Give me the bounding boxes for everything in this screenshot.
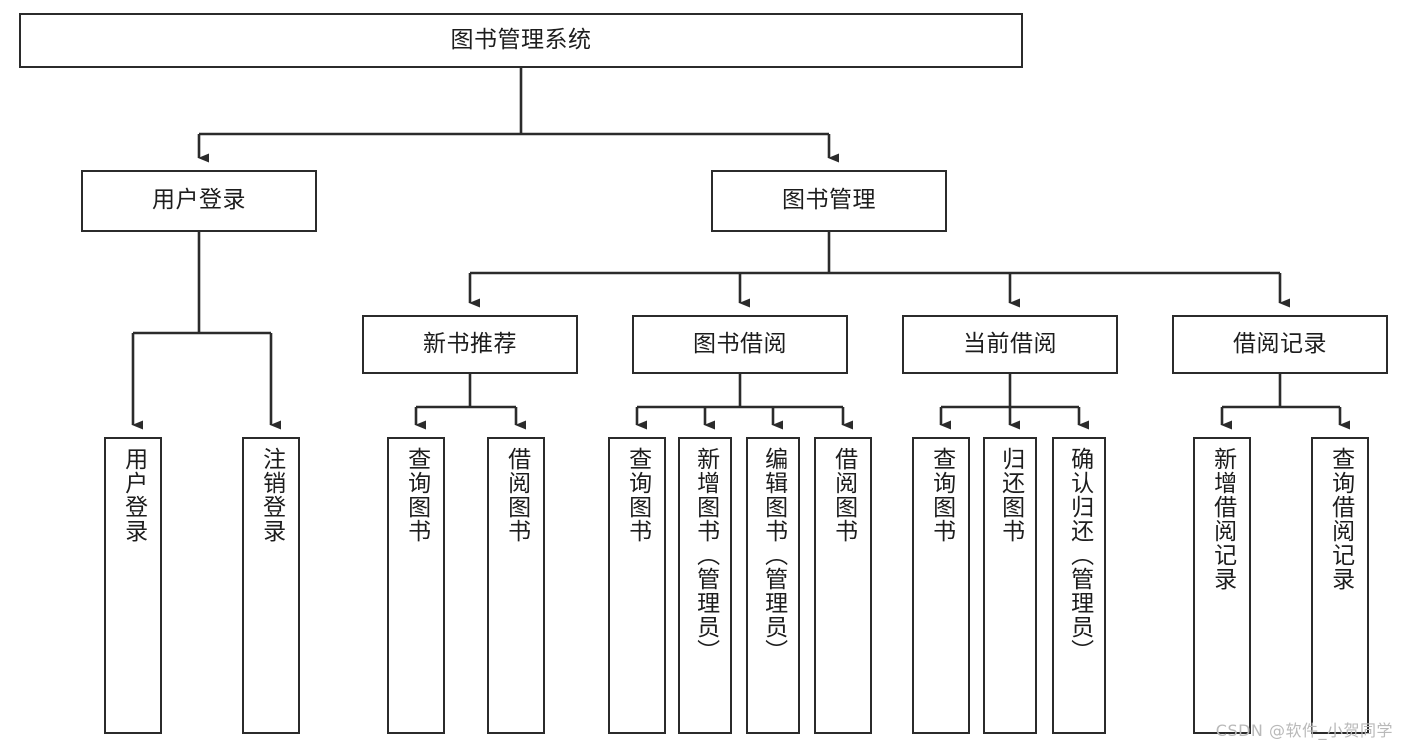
node-leaf-borrow-book-2[interactable]: 借阅图书	[814, 437, 872, 734]
node-leaf-query-record[interactable]: 查询借阅记录	[1311, 437, 1369, 734]
node-leaf-logout[interactable]: 注销登录	[242, 437, 300, 734]
watermark-text: CSDN @软件_小贺同学	[1215, 721, 1393, 740]
node-leaf-query-book-2[interactable]: 查询图书	[608, 437, 666, 734]
node-leaf-add-record[interactable]: 新增借阅记录	[1193, 437, 1251, 734]
node-leaf-query-book-1[interactable]: 查询图书	[387, 437, 445, 734]
node-leaf-confirm-return[interactable]: 确认归还（管理员）	[1052, 437, 1106, 734]
node-leaf-return-book[interactable]: 归还图书	[983, 437, 1037, 734]
node-user-login[interactable]: 用户登录	[81, 170, 317, 232]
node-leaf-borrow-book-1[interactable]: 借阅图书	[487, 437, 545, 734]
node-leaf-query-book-3[interactable]: 查询图书	[912, 437, 970, 734]
node-root[interactable]: 图书管理系统	[19, 13, 1023, 68]
node-leaf-edit-book[interactable]: 编辑图书（管理员）	[746, 437, 800, 734]
node-leaf-user-login[interactable]: 用户登录	[104, 437, 162, 734]
node-book-borrow[interactable]: 图书借阅	[632, 315, 848, 374]
node-current-borrow[interactable]: 当前借阅	[902, 315, 1118, 374]
node-leaf-add-book[interactable]: 新增图书（管理员）	[678, 437, 732, 734]
node-book-manage[interactable]: 图书管理	[711, 170, 947, 232]
node-borrow-record[interactable]: 借阅记录	[1172, 315, 1388, 374]
node-new-book-rec[interactable]: 新书推荐	[362, 315, 578, 374]
